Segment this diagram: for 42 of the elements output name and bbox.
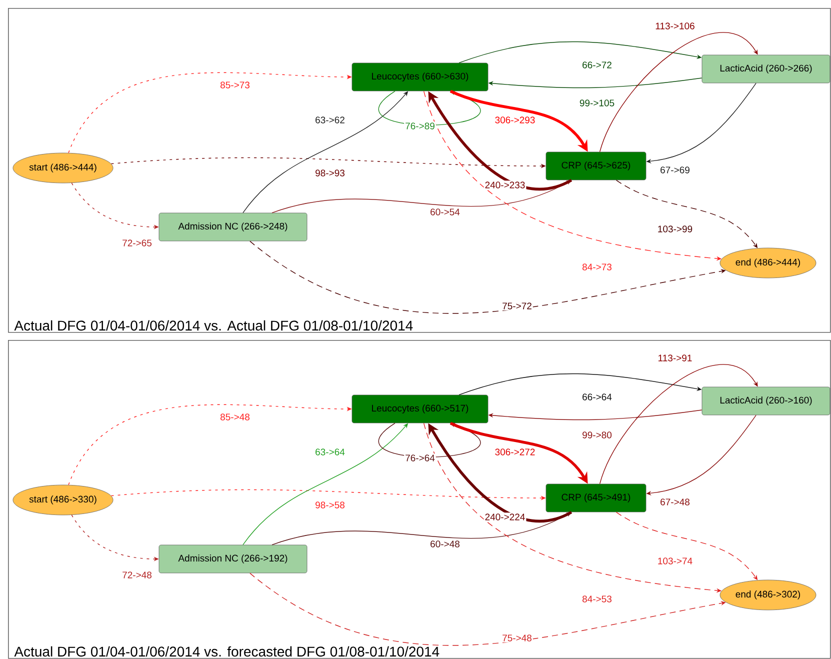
edge-label: 103->74: [656, 556, 694, 566]
edge-label: 63->64: [314, 448, 346, 456]
activity-box: Admission NC (266->248): [158, 212, 308, 242]
edge-label: 113->106: [654, 22, 696, 30]
edge-label: 84->73: [581, 262, 613, 272]
edge-label: 306->293: [494, 116, 536, 124]
edge-label: 103->99: [656, 224, 694, 234]
edge-label: 67->69: [659, 166, 691, 174]
activity-box: LacticAcid (260->160): [702, 386, 830, 416]
edge-label: 72->48: [121, 570, 153, 580]
activity-box: Leucocytes (660->630): [352, 62, 488, 92]
activity-box: CRP (645->491): [546, 484, 646, 512]
edge-label: 75->48: [501, 634, 533, 642]
edge-label: 113->91: [656, 354, 694, 362]
edge-label: 75->72: [501, 302, 533, 310]
edge-label: 76->64: [404, 454, 436, 462]
edge-label: 60->54: [429, 208, 461, 216]
edge-label: 66->64: [581, 392, 613, 402]
arrow: [599, 364, 758, 484]
edge-label: 85->48: [219, 412, 251, 422]
activity-box: Admission NC (266->192): [158, 544, 308, 574]
arrow: [272, 512, 572, 546]
activity-box: LacticAcid (260->266): [702, 54, 830, 84]
edge-label: 99->105: [578, 98, 616, 108]
edge-label: 84->53: [581, 594, 613, 604]
edge-label: 98->58: [314, 500, 346, 510]
arrow: [599, 32, 758, 152]
edge-label: 76->89: [404, 122, 436, 130]
edge-label: 66->72: [581, 60, 613, 70]
edge-label: 98->93: [314, 168, 346, 178]
edge-label: 240->224: [484, 512, 526, 522]
edge-label: 72->65: [121, 238, 153, 248]
activity-box: CRP (645->625): [546, 152, 646, 180]
edge-label: 240->233: [484, 180, 526, 190]
edge-label: 306->272: [494, 448, 536, 456]
edge-label: 85->73: [219, 80, 251, 90]
edge-label: 67->48: [659, 498, 691, 506]
arrow: [272, 180, 572, 214]
edge-label: 99->80: [581, 430, 613, 440]
edge-label: 60->48: [429, 540, 461, 548]
activity-box: Leucocytes (660->517): [352, 394, 488, 424]
edge-label: 63->62: [314, 116, 346, 124]
